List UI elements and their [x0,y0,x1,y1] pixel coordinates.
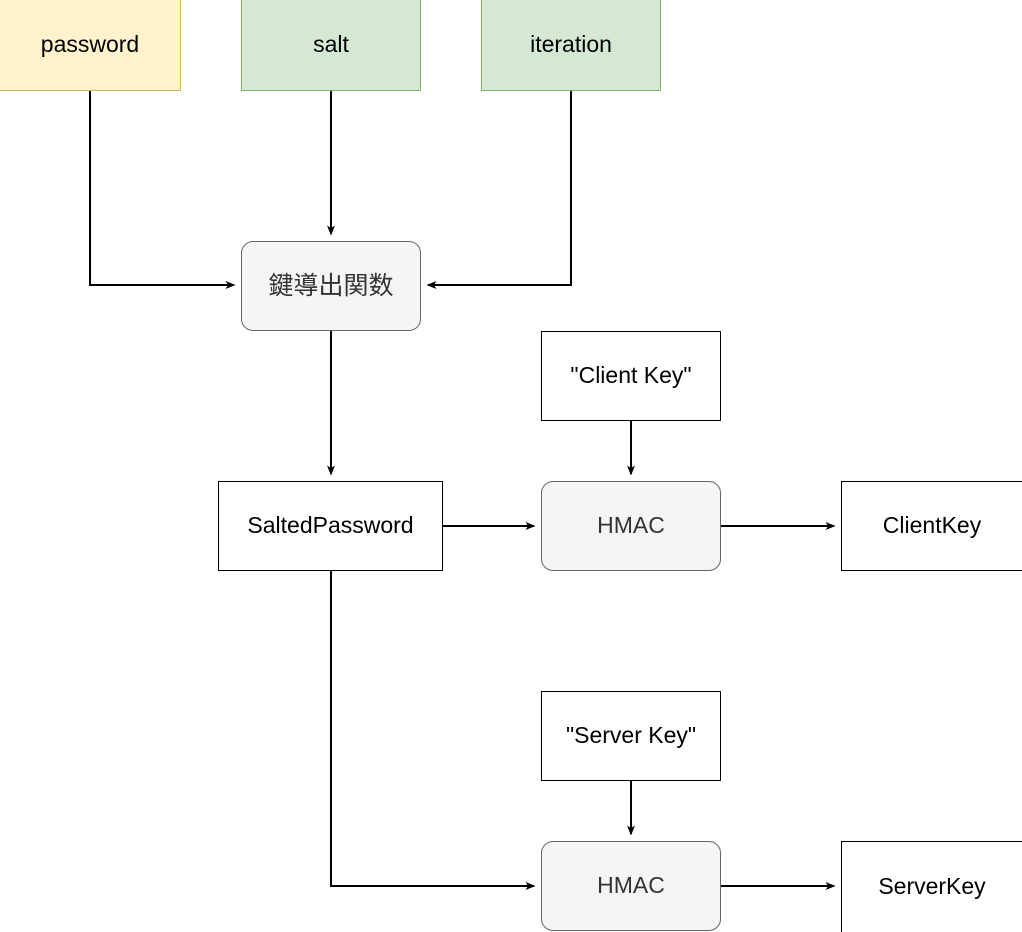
node-server-key-output[interactable]: ServerKey [841,841,1022,932]
node-label-salted-password: SaltedPassword [247,512,414,539]
node-label-key-derivation-function: 鍵導出関数 [268,272,394,300]
node-iteration[interactable]: iteration [481,0,661,91]
node-salt[interactable]: salt [241,0,421,91]
node-client-key-output[interactable]: ClientKey [841,481,1022,571]
edge-iteration-to-kdf [426,91,572,289]
node-label-iteration: iteration [530,31,612,58]
node-password[interactable]: password [0,0,181,91]
node-label-server-key-output: ServerKey [878,873,986,900]
node-label-client-key-output: ClientKey [882,512,982,539]
node-client-key-string[interactable]: "Client Key" [541,331,721,421]
node-label-salt: salt [313,31,349,58]
node-label-client-key-string: "Client Key" [570,362,692,389]
node-key-derivation-function[interactable]: 鍵導出関数 [241,241,421,331]
node-label-hmac-server: HMAC [597,872,665,899]
node-label-server-key-string: "Server Key" [565,722,697,749]
edge-saltedpassword-to-hmac2 [330,571,536,890]
node-label-password: password [40,31,140,58]
node-hmac-client[interactable]: HMAC [541,481,721,571]
node-salted-password[interactable]: SaltedPassword [218,481,443,571]
node-label-hmac-client: HMAC [597,512,665,539]
node-hmac-server[interactable]: HMAC [541,841,721,931]
node-server-key-string[interactable]: "Server Key" [541,691,721,781]
edge-password-to-kdf [89,91,236,289]
